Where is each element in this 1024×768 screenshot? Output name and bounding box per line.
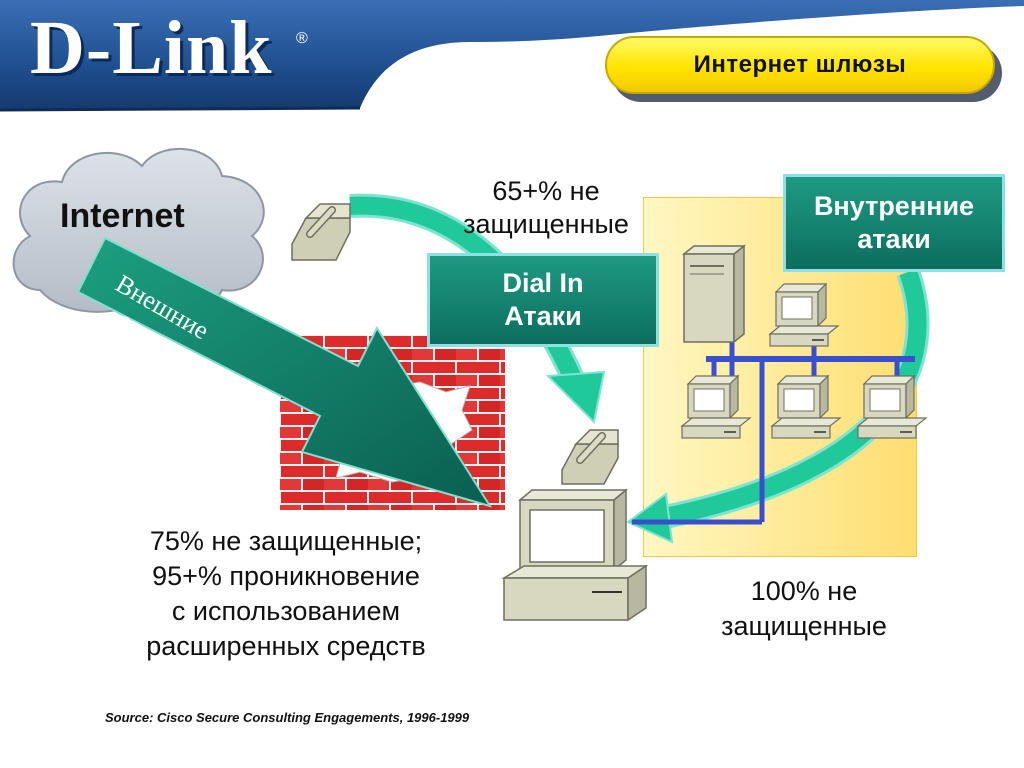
phone-icon <box>291 203 351 261</box>
workstation-icon <box>856 374 928 439</box>
desktop-computer-icon <box>501 488 649 622</box>
dialin-attacks-box: Dial In Атаки <box>427 253 659 347</box>
stat-line: расширенных средств <box>146 631 426 662</box>
server-icon <box>681 244 747 344</box>
dialin-stat-label: 65+% не защищенные <box>416 175 676 241</box>
dlink-logo: D-Link <box>30 6 273 90</box>
internet-label: Internet <box>60 197 185 235</box>
stat-line: 65+% не <box>492 176 600 206</box>
box-line: атаки <box>857 224 931 254</box>
slide-title: Интернет шлюзы <box>693 51 907 78</box>
external-attack-arrow <box>76 236 493 508</box>
registered-mark: ® <box>296 30 308 47</box>
phone-icon <box>561 429 619 485</box>
stat-line: 100% не <box>750 576 858 606</box>
internal-attacks-box: Внутренние атаки <box>783 174 1005 272</box>
internal-stat-label: 100% не защищенные <box>672 574 936 644</box>
stat-line: защищенные <box>463 208 629 239</box>
workstation-icon <box>768 282 840 347</box>
title-pill <box>605 36 995 94</box>
external-stat-label: 75% не защищенные; 95+% проникновение с … <box>84 524 488 664</box>
box-line: Dial In <box>502 268 584 299</box>
stat-line: с использованием <box>171 596 401 627</box>
stat-line: защищенные <box>721 611 887 642</box>
header-banner <box>0 0 1024 112</box>
box-line: Атаки <box>504 301 582 331</box>
workstation-icon <box>770 374 842 439</box>
stat-line: 75% не защищенные; <box>149 526 423 556</box>
workstation-icon <box>680 374 752 439</box>
source-note: Source: Cisco Secure Consulting Engageme… <box>105 710 470 725</box>
box-line: Внутренние <box>813 191 975 222</box>
stat-line: 95+% проникновение <box>152 561 420 592</box>
